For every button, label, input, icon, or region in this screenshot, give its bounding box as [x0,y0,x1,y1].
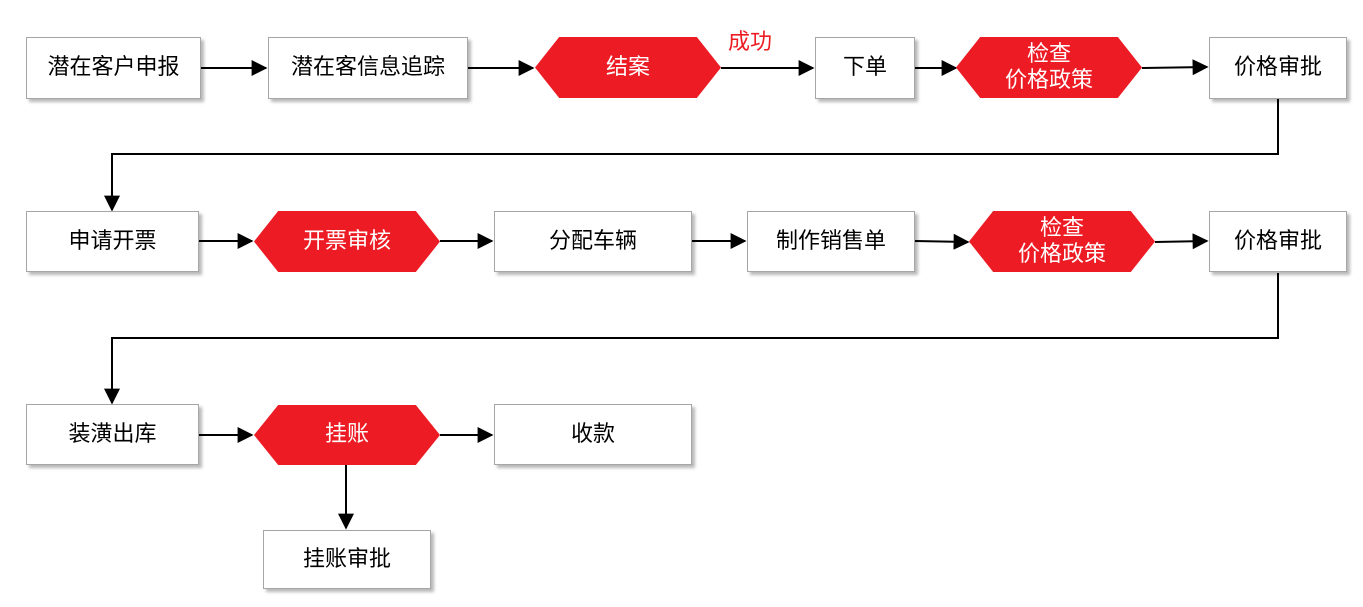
node-label: 申请开票 [68,228,157,254]
node-label: 潜在客户申报 [47,55,180,80]
node-label: 装潢出库 [68,421,157,447]
edge-label-success: 成功 [728,30,773,55]
arrow-check1-to-approval1 [1141,59,1209,76]
node-label: 收款 [570,421,615,447]
decision-invoice-review: 开票审核 [254,211,440,272]
node-collection: 收款 [494,404,692,465]
decision-check-price-policy-2: 检查 价格政策 [969,211,1155,272]
node-potential-customer-tracking: 潜在客信息追踪 [268,37,468,99]
node-label: 分配车辆 [548,228,637,254]
node-make-sales-order: 制作销售单 [747,211,915,272]
node-label: 下单 [842,55,887,80]
node-place-order: 下单 [815,37,915,99]
node-label: 挂账审批 [302,546,391,572]
arrow-approval1-to-invoice [104,99,1279,212]
decision-case-close: 结案 [535,37,721,98]
decision-check-price-policy-1: 检查 价格政策 [956,37,1142,98]
node-potential-customer-report: 潜在客户申报 [26,37,201,99]
node-price-approval-1: 价格审批 [1209,37,1347,99]
node-apply-invoice: 申请开票 [26,211,199,272]
node-label: 价格审批 [1233,228,1322,254]
node-label: 价格审批 [1233,55,1322,80]
node-allocate-vehicle: 分配车辆 [494,211,692,272]
decision-on-account: 挂账 [254,405,440,465]
node-label: 结案 [605,54,650,80]
node-label: 检查 价格政策 [1017,215,1106,267]
node-loading-outbound: 装潢出库 [26,404,199,465]
node-label: 开票审核 [302,228,391,254]
arrow-salesorder-to-check2 [914,233,970,250]
node-price-approval-2: 价格审批 [1209,211,1347,272]
node-label: 挂账 [324,422,369,447]
arrow-check2-to-approval2 [1154,233,1209,250]
node-label: 检查 价格政策 [1004,41,1093,93]
node-label: 制作销售单 [775,228,886,254]
node-on-account-approval: 挂账审批 [263,530,431,589]
node-label: 潜在客信息追踪 [290,55,445,80]
arrow-approval2-to-outbound [104,273,1279,405]
